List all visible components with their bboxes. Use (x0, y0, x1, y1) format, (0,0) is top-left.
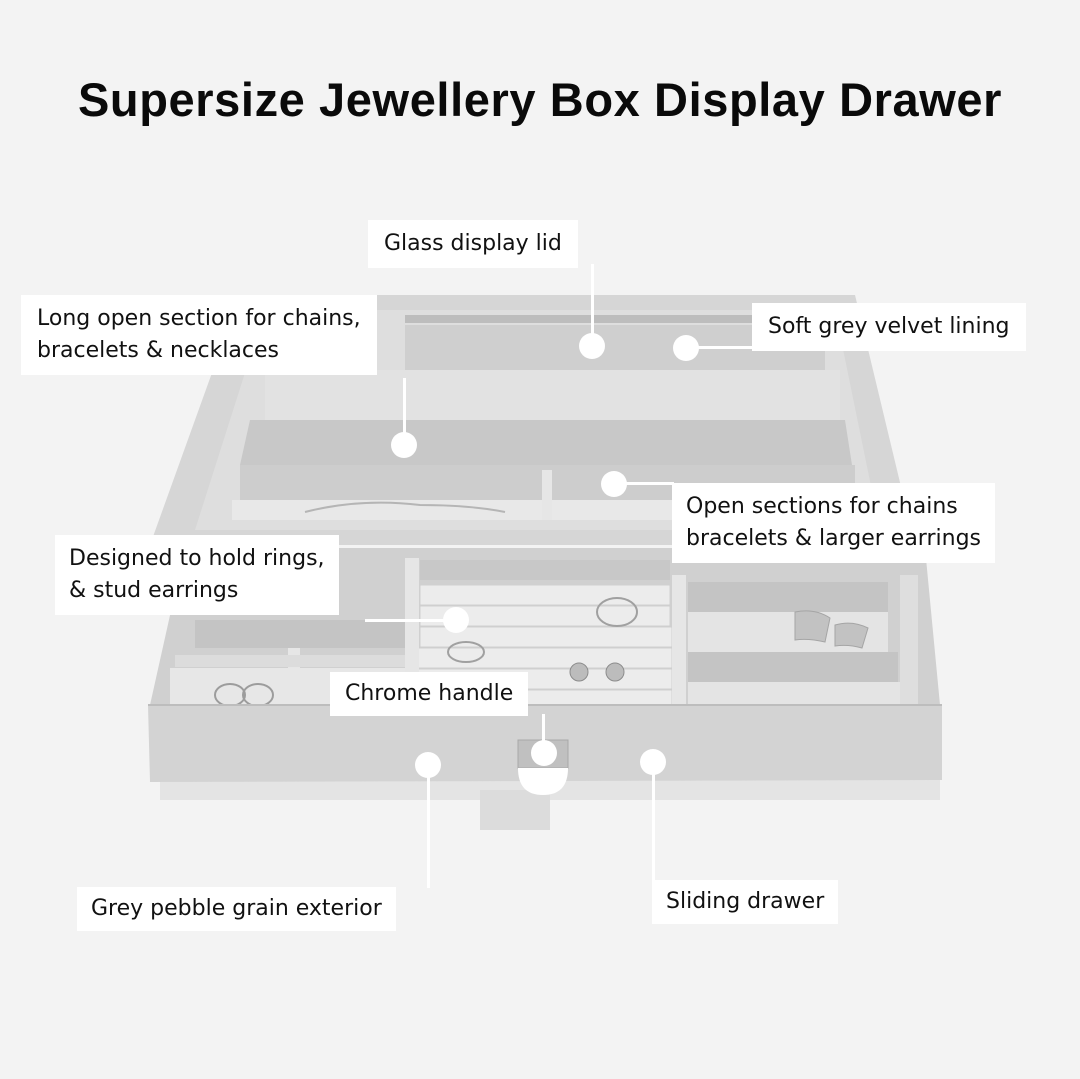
divider (672, 575, 686, 707)
callout-dot (415, 752, 441, 778)
callout-dot (601, 471, 627, 497)
callout-glass-lid: Glass display lid (368, 220, 578, 268)
callout-dot (391, 432, 417, 458)
ring-band (447, 641, 485, 663)
callout-text-line: Long open section for chains, (37, 306, 361, 331)
ring-solitaire (596, 597, 638, 627)
callout-text-line: & stud earrings (69, 578, 239, 603)
bracelet (304, 501, 506, 513)
callout-text: Glass display lid (384, 231, 562, 256)
callout-dot (673, 335, 699, 361)
callout-line (403, 378, 406, 444)
drop-earring (794, 610, 831, 643)
callout-dot (531, 740, 557, 766)
callout-line (542, 714, 545, 744)
left-compartment-rail (175, 655, 405, 667)
callout-text: Sliding drawer (666, 889, 825, 914)
stud-earring (569, 662, 589, 682)
lid-rail (405, 315, 825, 323)
callout-text-line: Open sections for chains (686, 494, 958, 519)
handle-shadow (480, 790, 550, 830)
top-section-floor (265, 370, 840, 420)
right-compartment-floor (688, 682, 903, 705)
callout-line (427, 770, 430, 888)
page-title: Supersize Jewellery Box Display Drawer (77, 73, 1003, 126)
callout-line (698, 346, 754, 349)
callout-dot (443, 607, 469, 633)
drawer-side (900, 575, 918, 705)
callout-text-line: bracelets & necklaces (37, 338, 279, 363)
left-compartment-wall (195, 620, 405, 648)
divider (542, 470, 552, 520)
callout-line (652, 768, 655, 882)
right-compartment-wall (688, 652, 898, 682)
chrome-handle-lower (518, 768, 568, 795)
ring-section-back (420, 560, 670, 580)
callout-text: Chrome handle (345, 681, 514, 706)
callout-exterior: Grey pebble grain exterior (77, 887, 396, 931)
stud-earring (605, 662, 625, 682)
callout-velvet: Soft grey velvet lining (752, 303, 1026, 351)
callout-sliding-drawer: Sliding drawer (652, 880, 839, 924)
long-section-wall (240, 420, 852, 465)
callout-rings: Designed to hold rings, & stud earrings (55, 535, 339, 615)
callout-text: Soft grey velvet lining (768, 314, 1010, 339)
callout-line (365, 619, 445, 622)
callout-text-line: bracelets & larger earrings (686, 526, 981, 551)
callout-text: Grey pebble grain exterior (91, 896, 382, 921)
drop-earring (834, 622, 869, 649)
callout-text-line: Designed to hold rings, (69, 546, 325, 571)
right-compartment-wall (688, 582, 888, 612)
callout-chrome-handle: Chrome handle (330, 672, 529, 716)
divider (405, 558, 419, 708)
callout-line (591, 264, 594, 346)
callout-line (626, 482, 674, 485)
callout-dot (640, 749, 666, 775)
callout-dot (579, 333, 605, 359)
callout-open-sections: Open sections for chains bracelets & lar… (672, 483, 995, 563)
callout-long-section: Long open section for chains, bracelets … (21, 295, 377, 375)
